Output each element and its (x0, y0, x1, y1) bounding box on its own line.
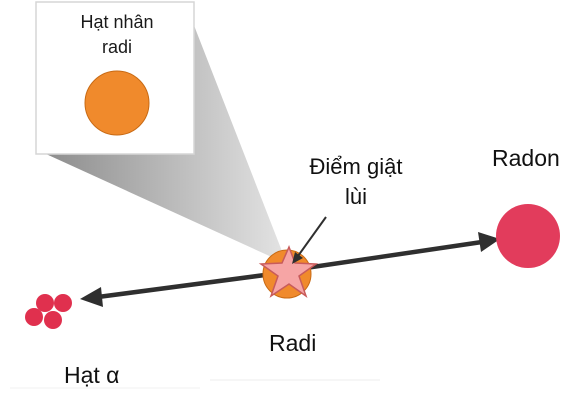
recoil-star (258, 245, 319, 298)
inset-title: Hạt nhân radi (44, 10, 190, 60)
inset-radium-nucleus (84, 70, 150, 136)
alpha-particle (25, 294, 72, 329)
recoil-pointer-head (292, 252, 303, 264)
recoil-pointer-line (297, 216, 327, 257)
radon-nucleus (496, 204, 560, 268)
recoil-label-line: lùi (344, 184, 367, 209)
alpha-particle-label: Hạt α (64, 362, 120, 388)
inset-title-line: radi (101, 37, 132, 57)
radon-label: Radon (492, 145, 560, 171)
alpha-arrow-line (97, 270, 281, 300)
radon-arrowhead (478, 232, 500, 252)
recoil-label-line: Điểm giật (309, 154, 403, 179)
zoom-cone (46, 10, 287, 264)
recoil-point-label: Điểm giật lùi (286, 152, 426, 212)
radon-arrow-line (291, 239, 483, 273)
radium-label: Radi (269, 330, 317, 356)
alpha-arrowhead (80, 287, 103, 307)
inset-title-line: Hạt nhân (80, 12, 154, 32)
